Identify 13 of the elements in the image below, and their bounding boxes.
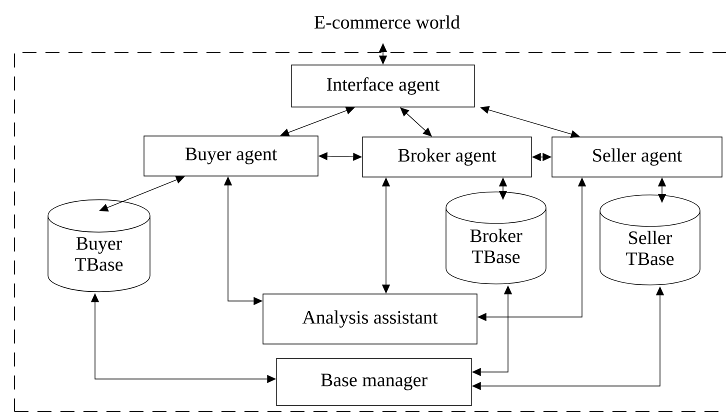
agent-box: Interface agent: [291, 64, 475, 108]
database-cylinder: Broker TBase: [446, 192, 546, 284]
agent-box: Buyer agent: [144, 136, 318, 176]
agent-box: Seller agent: [552, 136, 722, 178]
database-cylinder: Buyer TBase: [48, 199, 150, 292]
frame-title: E-commerce world: [314, 15, 460, 29]
arrow: [280, 106, 355, 136]
database-cylinder: Seller TBase: [600, 194, 700, 286]
agent-box: Broker agent: [362, 136, 532, 178]
agent-box: Analysis assistant: [262, 294, 478, 344]
dashed-frame: [14, 52, 726, 412]
agent-box: Base manager: [276, 358, 472, 406]
arrow: [99, 176, 185, 212]
